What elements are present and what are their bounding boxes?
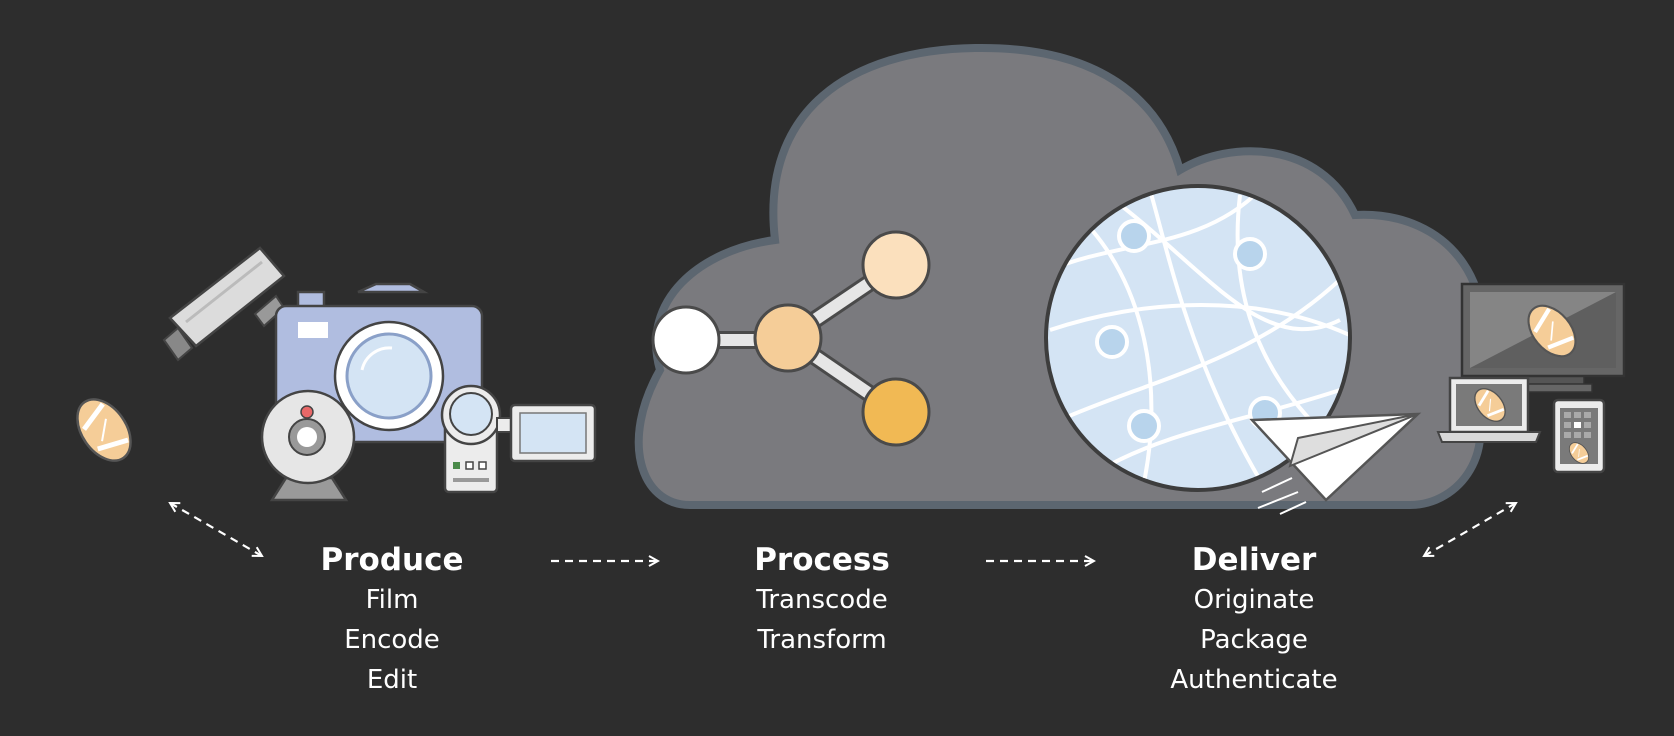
stage-title: Deliver <box>1191 542 1317 578</box>
stage-item: Authenticate <box>1170 665 1338 695</box>
stage-item: Encode <box>344 625 440 655</box>
stage-item: Transform <box>757 625 887 655</box>
left-double-arrow <box>170 503 262 556</box>
stage-item: Originate <box>1193 585 1315 615</box>
security-camera-icon <box>162 246 286 362</box>
laptop-icon <box>1436 376 1542 443</box>
tablet-icon <box>1552 398 1606 474</box>
stage-deliver: Deliver Originate Package Authenticate <box>1104 540 1404 700</box>
stage-item: Transcode <box>756 585 888 615</box>
stage-title: Produce <box>320 542 464 578</box>
webcam-icon <box>260 389 356 502</box>
stage-item: Edit <box>366 665 418 695</box>
stage-title: Process <box>754 542 890 578</box>
football-icon <box>66 390 141 471</box>
camcorder-icon <box>440 384 597 494</box>
right-double-arrow <box>1424 503 1516 556</box>
stage-item: Film <box>365 585 419 615</box>
stage-item: Package <box>1200 625 1308 655</box>
share-nodes-icon <box>651 230 931 447</box>
paper-plane-icon <box>1249 412 1422 515</box>
globe-icon <box>1044 184 1352 492</box>
stage-produce: Produce Film Encode Edit <box>242 540 542 700</box>
stage-process: Process Transcode Transform <box>672 540 972 660</box>
monitor-icon <box>1460 282 1626 393</box>
